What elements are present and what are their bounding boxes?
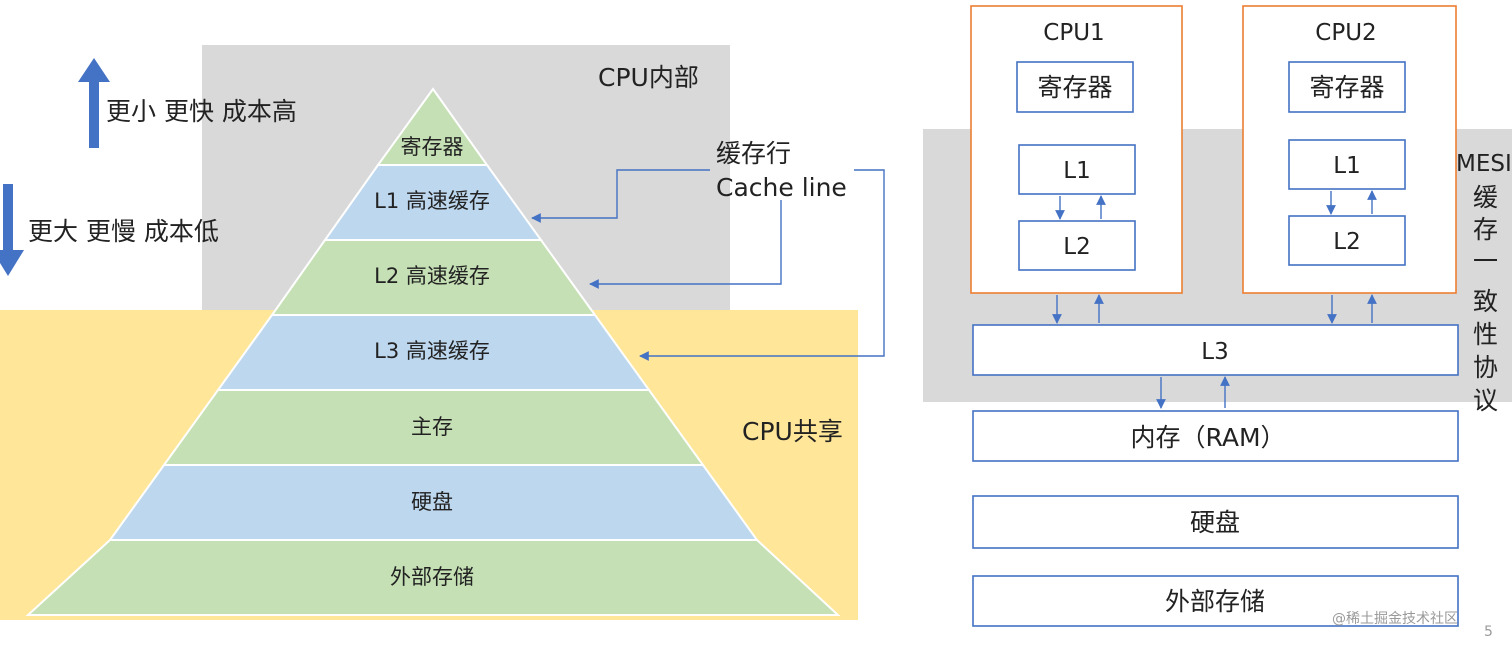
pyramid-label-l3: L3 高速缓存	[374, 339, 490, 363]
cpu2-title: CPU2	[1315, 20, 1376, 46]
pyramid-level-external	[25, 539, 841, 616]
mesi-char-1: 缓	[1473, 183, 1498, 212]
cpu1-l2-label: L2	[1063, 234, 1090, 260]
disk-box	[972, 495, 1459, 549]
cpu1-l2-box	[1018, 220, 1136, 271]
cpu2-register-label: 寄存器	[1309, 73, 1384, 102]
l3-label: L3	[1201, 339, 1228, 365]
mesi-char-3: 一	[1473, 247, 1498, 276]
disk-label: 硬盘	[1190, 508, 1240, 537]
cpu2-group: CPU2 寄存器 L1 L2	[1242, 5, 1457, 294]
mesi-char-4: 致	[1473, 287, 1498, 316]
down-arrow-text: 更大 更慢 成本低	[28, 217, 219, 246]
mesi-label: MESI	[1456, 151, 1512, 177]
cpu1-l1-box	[1018, 144, 1136, 195]
cpu2-l2-label: L2	[1333, 229, 1360, 255]
mesi-char-6: 协	[1473, 353, 1498, 382]
memory-box	[972, 410, 1459, 462]
cache-line-label-zh: 缓存行	[716, 139, 791, 168]
cpu1-l1-label: L1	[1063, 158, 1090, 184]
pyramid-label-external: 外部存储	[390, 565, 474, 589]
pyramid-label-l2: L2 高速缓存	[374, 264, 490, 288]
l3-box	[972, 324, 1459, 376]
down-arrow-icon	[0, 184, 24, 276]
cpu2-register-box	[1288, 61, 1406, 113]
cpu2-l1-label: L1	[1333, 153, 1360, 179]
pyramid: 寄存器 L1 高速缓存 L2 高速缓存 L3 高速缓存 主存 硬盘 外部存储	[25, 87, 841, 616]
watermark: @稀土掘金技术社区	[1332, 611, 1458, 627]
mesi-char-7: 议	[1473, 386, 1498, 415]
cpu-shared-label: CPU共享	[742, 417, 843, 446]
cache-line-connector-l1	[531, 169, 710, 223]
cpu1-register-box	[1016, 61, 1134, 113]
pyramid-label-l1: L1 高速缓存	[374, 189, 490, 213]
mesi-char-2: 存	[1473, 215, 1498, 244]
pyramid-label-register: 寄存器	[401, 135, 464, 159]
cpu1-group: CPU1 寄存器 L1 L2	[970, 5, 1183, 294]
cpu2-l1-box	[1288, 139, 1406, 190]
cpu1-title: CPU1	[1043, 20, 1104, 46]
cpu-internal-label: CPU内部	[598, 63, 699, 92]
page-number: 5	[1484, 624, 1493, 640]
cache-line-label-en: Cache line	[716, 173, 847, 202]
pyramid-label-main-memory: 主存	[411, 415, 453, 439]
up-arrow-icon	[78, 58, 110, 148]
pyramid-label-disk: 硬盘	[411, 490, 453, 514]
external-storage-box	[972, 575, 1459, 627]
cpu1-register-label: 寄存器	[1037, 73, 1112, 102]
mesi-char-5: 性	[1473, 320, 1498, 349]
memory-label: 内存（RAM）	[1130, 423, 1285, 452]
up-arrow-text: 更小 更快 成本高	[106, 97, 297, 126]
cache-line-connector-l2	[589, 200, 782, 289]
external-storage-label: 外部存储	[1165, 587, 1265, 616]
cache-line-connector-l3	[639, 169, 885, 361]
cpu2-l2-box	[1288, 215, 1406, 266]
